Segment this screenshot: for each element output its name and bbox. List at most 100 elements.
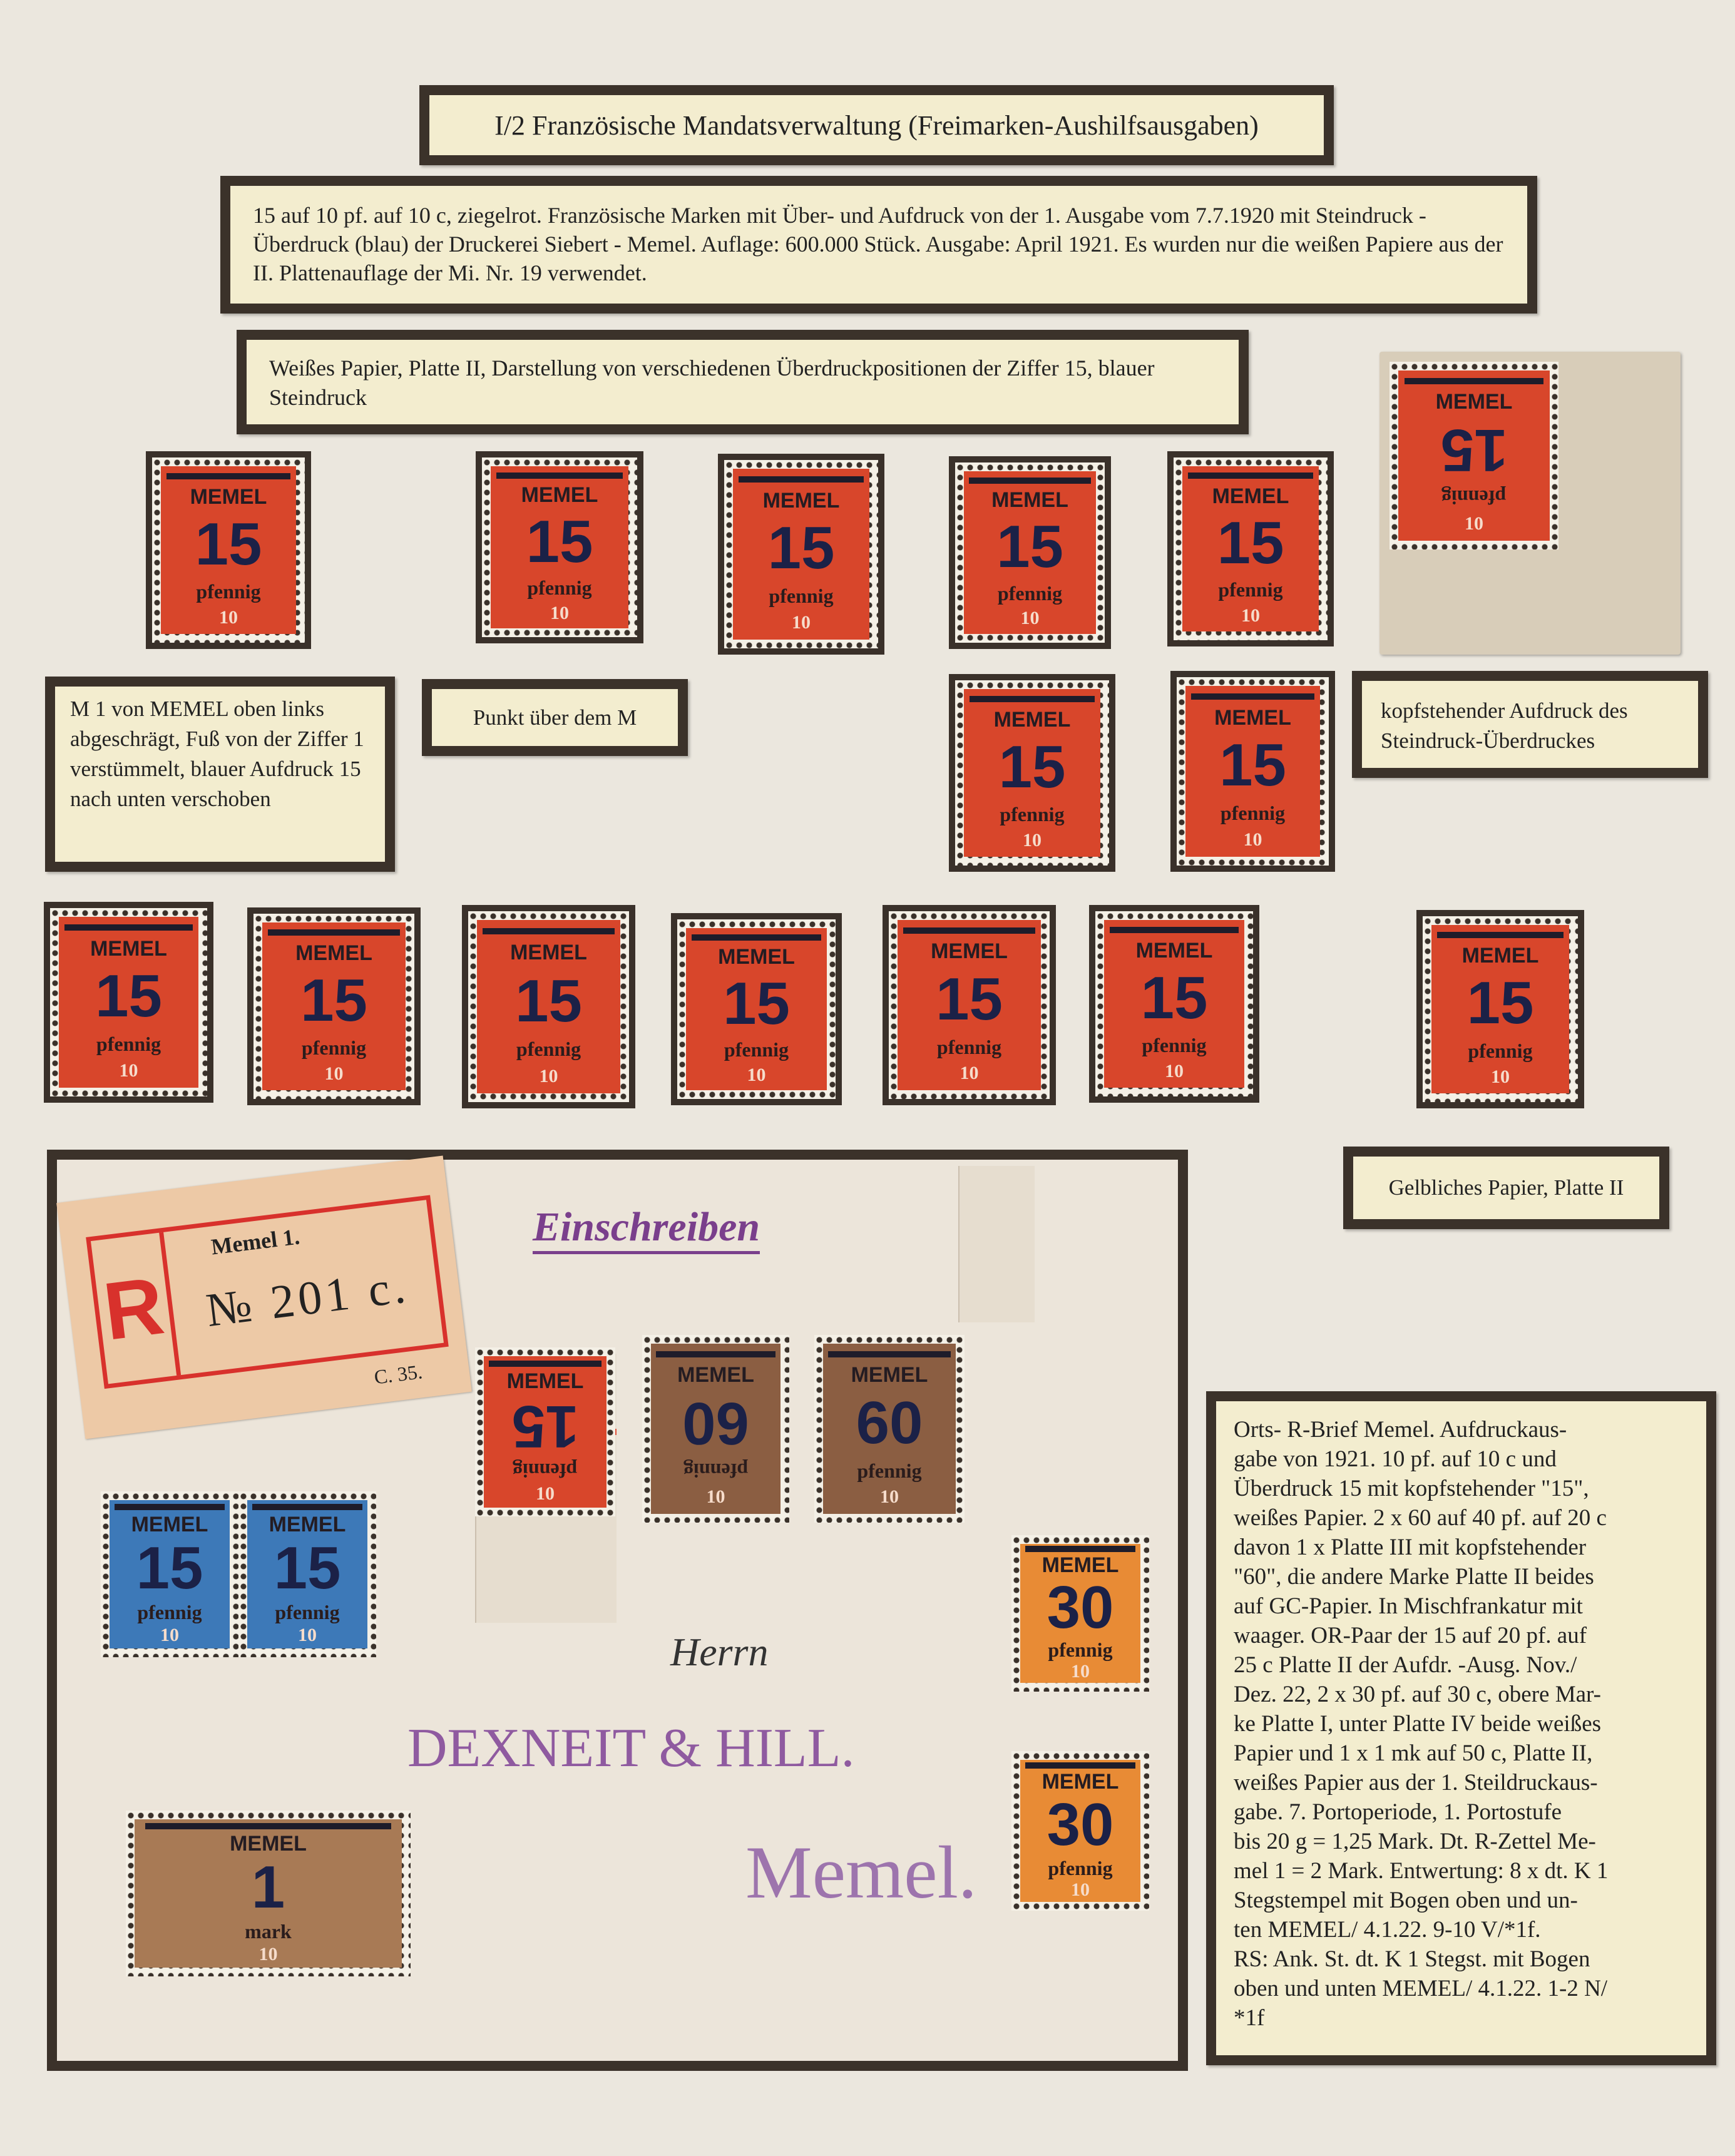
stamp: MEMEL 15 pfennig 10 — [1416, 910, 1584, 1108]
addressee: DEXNEIT & HILL. — [407, 1718, 855, 1779]
stamp-original-value: 10 — [536, 1483, 555, 1505]
stamp-value: 15 — [1219, 732, 1286, 799]
stamp-unit: pfennig — [1000, 803, 1065, 825]
stamp-overprint: MEMEL — [131, 1512, 208, 1536]
stamp-value: 15 — [996, 513, 1063, 580]
stamp-image: MEMEL 15 pfennig 10 — [955, 462, 1105, 643]
stamp-value: 15 — [723, 969, 790, 1037]
stamp-image: MEMEL 15 pfennig 10 — [482, 457, 637, 637]
stamp-image: MEMEL 15 pfennig 10 — [468, 911, 629, 1102]
stamp-overprint: MEMEL — [1212, 484, 1289, 508]
stamp-overprint: MEMEL — [190, 485, 267, 509]
stamp: MEMEL 60 pfennig 10 — [814, 1335, 965, 1523]
overprint-bar — [1025, 1762, 1136, 1769]
stamp: MEMEL 15 pfennig 10 — [476, 451, 643, 643]
stamp-original-value: 10 — [539, 1065, 558, 1086]
stamp-unit: pfennig — [857, 1459, 922, 1482]
stamp-original-value: 10 — [1165, 1061, 1184, 1081]
stamp-value: 15 — [274, 1535, 341, 1602]
registration-label: R Memel 1. № 201 c. C. 35. — [56, 1155, 472, 1439]
stamp-value: 15 — [1440, 416, 1508, 484]
stamp-unit: pfennig — [301, 1036, 367, 1059]
stamp-face: MEMEL 30 pfennig 10 — [1020, 1544, 1140, 1683]
stamp-unit: pfennig — [516, 1038, 581, 1060]
stamp-original-value: 10 — [960, 1063, 979, 1084]
stamp-face: MEMEL 15 pfennig 10 — [1185, 686, 1320, 857]
stamp-image: MEMEL 30 pfennig 10 — [1011, 1751, 1149, 1911]
stamp-face: MEMEL 15 pfennig 10 — [1182, 466, 1319, 631]
stamp-overprint: MEMEL — [851, 1363, 928, 1387]
stamp-overprint: MEMEL — [677, 1363, 754, 1387]
stamp-overprint: MEMEL — [931, 939, 1008, 964]
stamp-overprint: MEMEL — [1042, 1770, 1119, 1794]
stamp-overprint: MEMEL — [269, 1512, 346, 1536]
city-stamp: Memel. — [745, 1831, 977, 1914]
note-punkt-box: Punkt über dem M — [422, 679, 688, 756]
stamp-overprint: MEMEL — [230, 1831, 307, 1856]
stamp-value: 15 — [1217, 509, 1284, 576]
stamp-face: MEMEL 15 pfennig 10 — [110, 1500, 230, 1648]
stamp-image: MEMEL 15 pfennig 10 — [677, 919, 836, 1099]
overprint-bar — [64, 924, 193, 931]
stamp-original-value: 10 — [792, 612, 811, 633]
stamp-overprint: MEMEL — [993, 708, 1071, 732]
stamp-image: MEMEL 60 pfennig 10 — [642, 1335, 789, 1523]
stamp-image: MEMEL 15 pfennig 10 — [724, 460, 878, 648]
stamp-original-value: 10 — [747, 1064, 766, 1085]
stamp: MEMEL 15 pfennig 10 — [101, 1491, 238, 1657]
stamp-face: MEMEL 15 pfennig 10 — [484, 1356, 606, 1508]
stamp-value: 15 — [936, 965, 1003, 1033]
note-m1-box: M 1 von MEMEL oben links abgeschrägt, Fu… — [45, 677, 395, 872]
cover-description-box: Orts- R-Brief Memel. Aufdruckaus- gabe v… — [1206, 1391, 1716, 2065]
stamp-image: MEMEL 15 pfennig 10 — [238, 1491, 376, 1657]
stamp-unit: pfennig — [1142, 1034, 1207, 1056]
stamp-value: 30 — [1047, 1791, 1114, 1859]
overprint-bar — [738, 476, 864, 483]
stamp-unit: pfennig — [527, 576, 592, 599]
stamp: MEMEL 60 pfennig 10 — [642, 1335, 789, 1523]
stamp-original-value: 10 — [324, 1063, 344, 1084]
stamp-image: MEMEL 15 pfennig 10 — [253, 914, 414, 1099]
sheet-margin — [958, 1166, 1035, 1322]
overprint-bar — [1187, 473, 1314, 479]
stamp-overprint: MEMEL — [1214, 705, 1291, 730]
note-m1-text: M 1 von MEMEL oben links abgeschrägt, Fu… — [70, 697, 364, 811]
stamp: MEMEL 15 pfennig 10 — [1390, 362, 1558, 549]
stamp-image: MEMEL 15 pfennig 10 — [1423, 916, 1578, 1102]
stamp-face: MEMEL 60 pfennig 10 — [823, 1344, 956, 1514]
overprint-bar — [1025, 1546, 1136, 1553]
stamp-value: 15 — [195, 511, 262, 578]
stamp-face: MEMEL 15 pfennig 10 — [686, 928, 827, 1090]
stamp: MEMEL 15 pfennig 10 — [671, 913, 842, 1105]
stamp-unit: pfennig — [137, 1601, 202, 1624]
platte-note-text: Weißes Papier, Platte II, Darstellung vo… — [269, 355, 1155, 410]
stamp-unit: pfennig — [724, 1038, 789, 1061]
stamp: MEMEL 15 pfennig 10 — [462, 905, 635, 1108]
stamp-value: 60 — [682, 1389, 749, 1457]
stamp-value: 15 — [1466, 969, 1534, 1037]
stamp: MEMEL 15 pfennig 10 — [1167, 451, 1334, 646]
stamp-overprint: MEMEL — [295, 941, 372, 965]
stamp-original-value: 10 — [1071, 1660, 1090, 1682]
overprint-bar — [252, 1503, 363, 1510]
stamp-face: MEMEL 15 pfennig 10 — [247, 1500, 367, 1648]
stamp-original-value: 10 — [706, 1486, 725, 1508]
stamp-face: MEMEL 15 pfennig 10 — [161, 466, 296, 634]
cover-description-text: Orts- R-Brief Memel. Aufdruckaus- gabe v… — [1234, 1417, 1609, 2031]
stamp: MEMEL 15 pfennig 10 — [238, 1491, 376, 1657]
overprint-bar — [903, 927, 1035, 934]
overprint-bar — [496, 472, 623, 479]
stamp-image: MEMEL 15 pfennig 10 — [1390, 362, 1558, 549]
overprint-bar — [692, 934, 821, 941]
stamp-overprint: MEMEL — [1042, 1553, 1119, 1577]
stamp-overprint: MEMEL — [762, 488, 840, 513]
stamp: MEMEL 30 pfennig 10 — [1011, 1751, 1149, 1911]
stamp-image: MEMEL 15 pfennig 10 — [475, 1347, 615, 1516]
einschreiben-stamp: Einschreiben — [533, 1203, 760, 1254]
stamp-image: MEMEL 30 pfennig 10 — [1011, 1535, 1149, 1692]
stamp-value: 15 — [526, 508, 593, 575]
stamp-value: 15 — [515, 967, 582, 1035]
stamp-original-value: 10 — [298, 1625, 317, 1646]
registration-code: C. 35. — [372, 1360, 424, 1389]
stamp-overprint: MEMEL — [510, 941, 587, 964]
